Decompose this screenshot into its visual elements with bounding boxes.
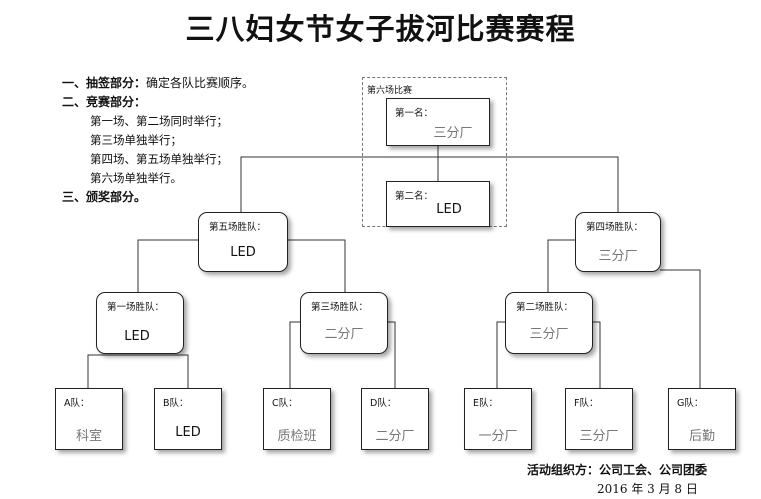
team-value: LED — [175, 425, 201, 440]
rule-award-head: 三、颁奖部分。 — [62, 190, 147, 204]
rule-competition-item: 第六场单独举行。 — [90, 171, 182, 185]
rule-draw: 一、抽签部分：确定各队比赛顺序。 — [62, 74, 254, 93]
first-place-value: 三分厂 — [433, 126, 473, 141]
rules-list: 一、抽签部分：确定各队比赛顺序。 二、竞赛部分： 第一场、第二场同时举行； 第三… — [62, 74, 254, 207]
rule-competition-item: 第三场单独举行； — [90, 133, 182, 147]
team-box-c: C队： 质检班 — [263, 388, 331, 450]
match5-winner-label: 第五场胜队： — [209, 222, 267, 233]
team-value: 三分厂 — [579, 429, 619, 444]
team-box-e: E队： 一分厂 — [464, 388, 532, 450]
match4-winner-box: 第四场胜队： 三分厂 — [575, 212, 661, 272]
match5-winner-value: LED — [230, 245, 256, 260]
team-value: 科室 — [75, 429, 102, 444]
team-value: 二分厂 — [375, 429, 415, 444]
team-label: E队： — [473, 398, 499, 409]
organizer-line: 活动组织方：公司工会、公司团委 — [527, 463, 708, 477]
match4-winner-value: 三分厂 — [598, 249, 638, 264]
match2-winner-value: 三分厂 — [529, 327, 569, 342]
team-value: 后勤 — [688, 429, 715, 444]
match1-winner-value: LED — [124, 329, 150, 344]
final-match-label: 第六场比赛 — [367, 86, 413, 96]
rule-draw-text: 确定各队比赛顺序。 — [146, 76, 255, 90]
bracket-g-line — [660, 269, 701, 388]
team-value: 质检班 — [277, 429, 317, 444]
match5-winner-box: 第五场胜队： LED — [198, 212, 288, 272]
team-label: C队： — [272, 398, 298, 409]
match3-winner-label: 第三场胜队： — [311, 302, 369, 313]
bracket-match1 — [87, 354, 189, 388]
rule-competition-head: 二、竞赛部分： — [62, 95, 147, 109]
first-place-label: 第一名： — [395, 108, 434, 119]
match2-winner-label: 第二场胜队： — [516, 302, 574, 313]
team-label: B队： — [163, 398, 189, 409]
first-place-box: 第一名： 三分厂 — [386, 98, 490, 146]
team-box-a: A队： 科室 — [55, 388, 123, 450]
second-place-box: 第二名： LED — [386, 181, 490, 227]
team-label: F队： — [574, 398, 599, 409]
match4-winner-label: 第四场胜队： — [586, 222, 644, 233]
team-box-b: B队： LED — [154, 388, 222, 450]
bracket-top-bar — [240, 156, 619, 212]
event-date: 2016 年 3 月 8 日 — [597, 482, 698, 496]
second-place-value: LED — [436, 202, 462, 217]
rule-competition-item: 第四场、第五场单独举行； — [90, 152, 228, 166]
page-title: 三八妇女节女子拔河比赛赛程 — [185, 12, 576, 46]
match3-winner-box: 第三场胜队： 二分厂 — [300, 292, 388, 354]
rule-competition-item: 第一场、第二场同时举行； — [90, 114, 228, 128]
team-value: 一分厂 — [478, 429, 518, 444]
team-label: D队： — [370, 398, 397, 409]
match1-winner-box: 第一场胜队： LED — [96, 292, 184, 354]
match1-winner-label: 第一场胜队： — [107, 302, 165, 313]
second-place-label: 第二名： — [395, 191, 434, 202]
match3-winner-value: 二分厂 — [324, 327, 364, 342]
team-box-f: F队： 三分厂 — [565, 388, 633, 450]
team-label: G队： — [677, 398, 704, 409]
match2-winner-box: 第二场胜队： 三分厂 — [505, 292, 593, 354]
team-box-d: D队： 二分厂 — [361, 388, 429, 450]
team-box-g: G队： 后勤 — [668, 388, 736, 450]
team-label: A队： — [64, 398, 90, 409]
rule-draw-head: 一、抽签部分： — [62, 76, 147, 90]
